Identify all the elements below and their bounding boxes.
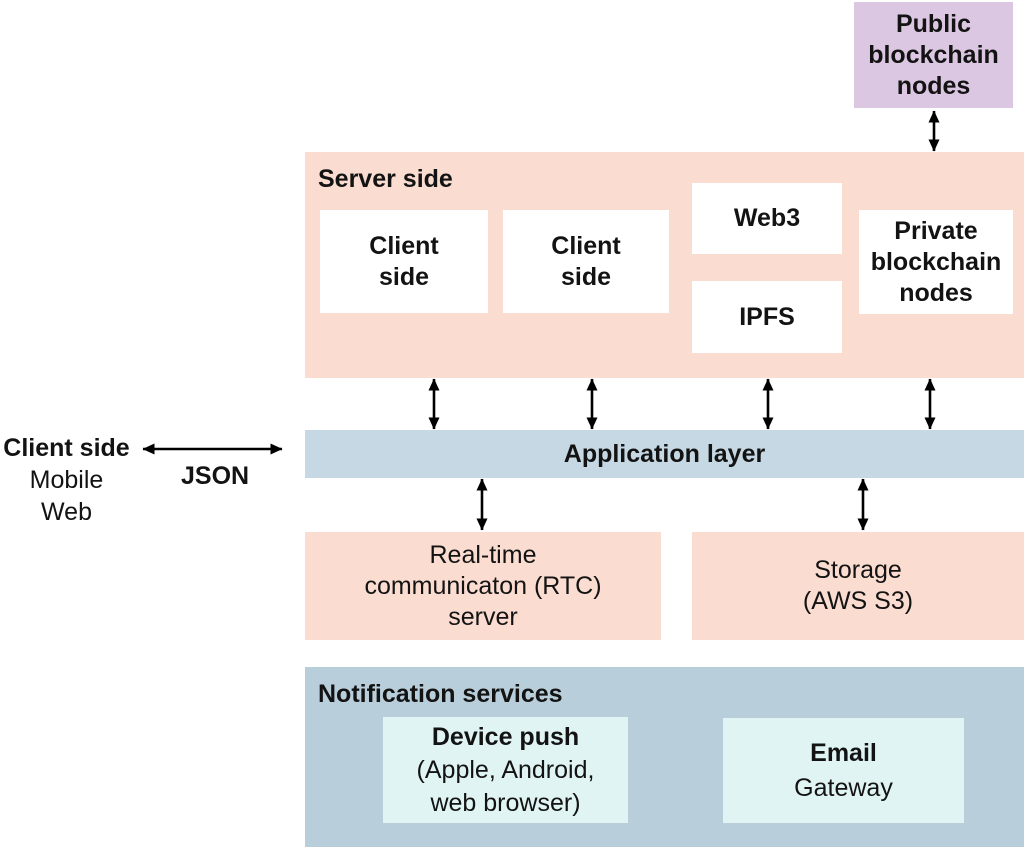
server-client-side-left-box: Client side	[320, 210, 488, 313]
web3-box: Web3	[692, 183, 842, 254]
private-blockchain-nodes-line2: blockchain	[870, 247, 1002, 276]
server-client-side-right-line1: Client	[551, 231, 621, 260]
server-client-side-left-line2: side	[378, 262, 430, 291]
device-push-title: Device push	[431, 722, 580, 751]
device-push-line2: web browser)	[430, 788, 581, 817]
rtc-server-line1: Real-time	[429, 540, 537, 569]
public-blockchain-nodes-label-line2: blockchain	[868, 40, 999, 69]
client-side-web-label: Web	[41, 498, 92, 526]
application-layer-label: Application layer	[563, 439, 766, 468]
public-blockchain-nodes-box: Public blockchain nodes	[854, 2, 1013, 108]
storage-line1: Storage	[814, 556, 902, 584]
server-side-title: Server side	[318, 165, 453, 193]
server-client-side-left-line1: Client	[369, 231, 439, 260]
application-layer-bar: Application layer	[305, 430, 1024, 478]
email-gateway-box: Email Gateway	[723, 718, 964, 823]
private-blockchain-nodes-line3: nodes	[899, 278, 973, 307]
email-gateway-line1: Gateway	[794, 773, 893, 802]
rtc-server-line2: communicaton (RTC)	[364, 571, 602, 600]
client-side-external-block: Client side Mobile Web	[0, 432, 133, 528]
ipfs-label: IPFS	[739, 302, 795, 331]
device-push-box: Device push (Apple, Android, web browser…	[383, 717, 628, 823]
ipfs-box: IPFS	[692, 281, 842, 353]
private-blockchain-nodes-box: Private blockchain nodes	[859, 210, 1013, 314]
client-side-mobile-label: Mobile	[29, 466, 104, 494]
notification-services-title: Notification services	[318, 680, 563, 708]
public-blockchain-nodes-label-line1: Public	[895, 9, 971, 38]
email-gateway-title: Email	[810, 738, 877, 767]
rtc-server-line3: server	[448, 602, 518, 631]
server-client-side-right-line2: side	[560, 262, 612, 291]
json-protocol-label: JSON	[181, 462, 250, 490]
client-side-external-title: Client side	[3, 434, 130, 462]
device-push-line1: (Apple, Android,	[416, 755, 595, 784]
storage-box: Storage (AWS S3)	[692, 532, 1024, 640]
storage-line2: (AWS S3)	[802, 587, 914, 615]
private-blockchain-nodes-line1: Private	[894, 216, 978, 245]
web3-label: Web3	[733, 204, 801, 232]
rtc-server-box: Real-time communicaton (RTC) server	[305, 532, 661, 640]
public-blockchain-nodes-label-line3: nodes	[896, 71, 971, 100]
server-client-side-right-box: Client side	[503, 210, 669, 313]
